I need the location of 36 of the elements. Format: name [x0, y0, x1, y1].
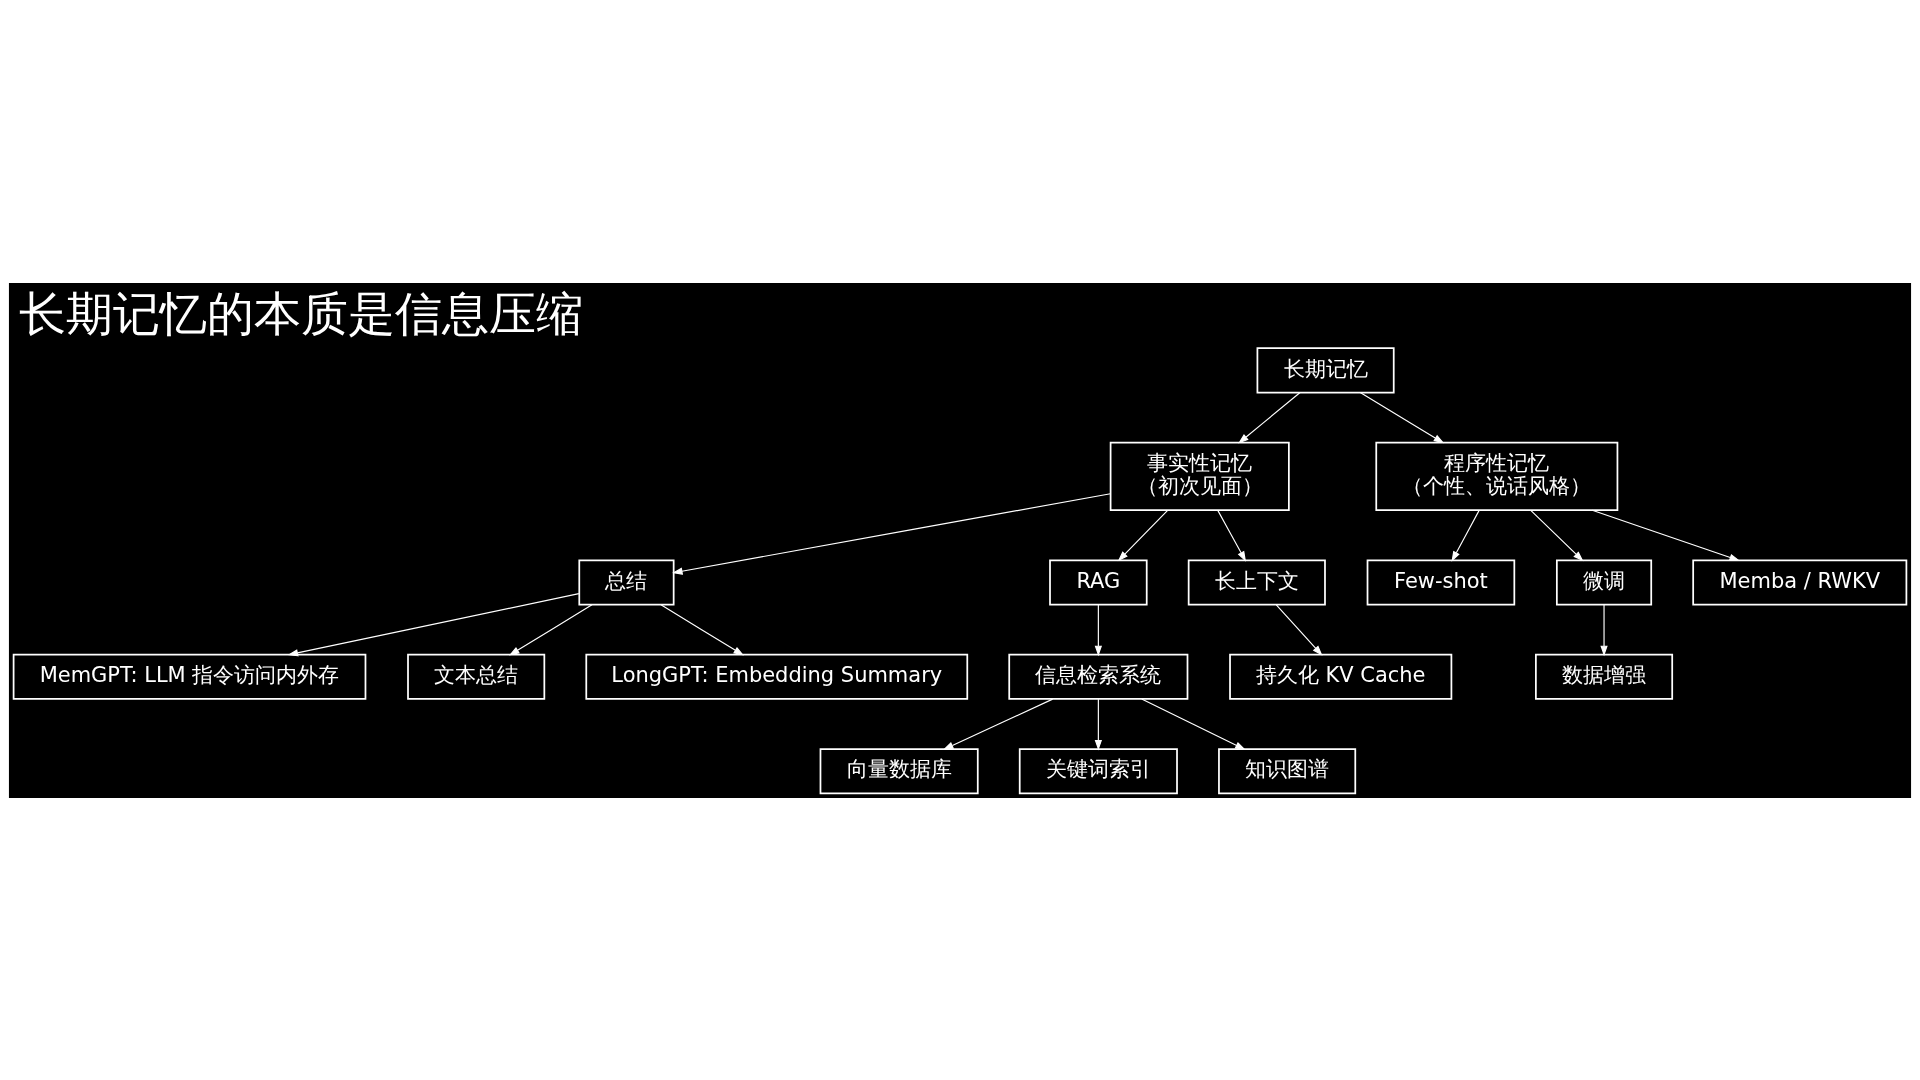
node-box: 信息检索系统	[1008, 653, 1189, 700]
node-box: 程序性记忆 （个性、说话风格）	[1375, 441, 1619, 511]
arrow	[287, 592, 580, 656]
arrow	[943, 698, 1054, 750]
node-box: Few-shot	[1366, 558, 1516, 605]
arrow	[1451, 509, 1480, 562]
node-box: 事实性记忆 （初次见面）	[1109, 441, 1290, 511]
node-box: 总结	[578, 558, 675, 605]
arrow	[508, 603, 593, 656]
node-box: 微调	[1555, 558, 1653, 605]
arrow	[1238, 391, 1301, 444]
node-box: 知识图谱	[1218, 747, 1357, 794]
node-box: LongGPT: Embedding Summary	[585, 653, 969, 700]
arrow	[672, 492, 1112, 575]
arrow	[1359, 391, 1445, 443]
node-box: 关键词索引	[1018, 747, 1178, 794]
arrow	[1217, 509, 1247, 562]
node-box: 长上下文	[1187, 558, 1326, 605]
arrow	[660, 603, 744, 656]
node-box: 持久化 KV Cache	[1229, 653, 1453, 700]
arrow	[1530, 509, 1584, 561]
node-box: 文本总结	[407, 653, 546, 700]
diagram-title: 长期记忆的本质是信息压缩	[19, 286, 584, 341]
node-box: MemGPT: LLM 指令访问内外存	[12, 653, 367, 700]
node-box: 长期记忆	[1256, 346, 1395, 393]
node-box: 向量数据库	[819, 747, 979, 794]
arrow	[1094, 698, 1103, 751]
arrow	[1275, 603, 1323, 656]
node-box: RAG	[1049, 558, 1148, 605]
node-box: Memba / RWKV	[1692, 558, 1908, 605]
arrow	[1591, 509, 1740, 561]
node-box: 数据增强	[1535, 653, 1674, 700]
arrow	[1117, 509, 1169, 561]
arrow	[1600, 603, 1608, 656]
arrow	[1094, 603, 1103, 656]
arrow	[1141, 698, 1246, 750]
